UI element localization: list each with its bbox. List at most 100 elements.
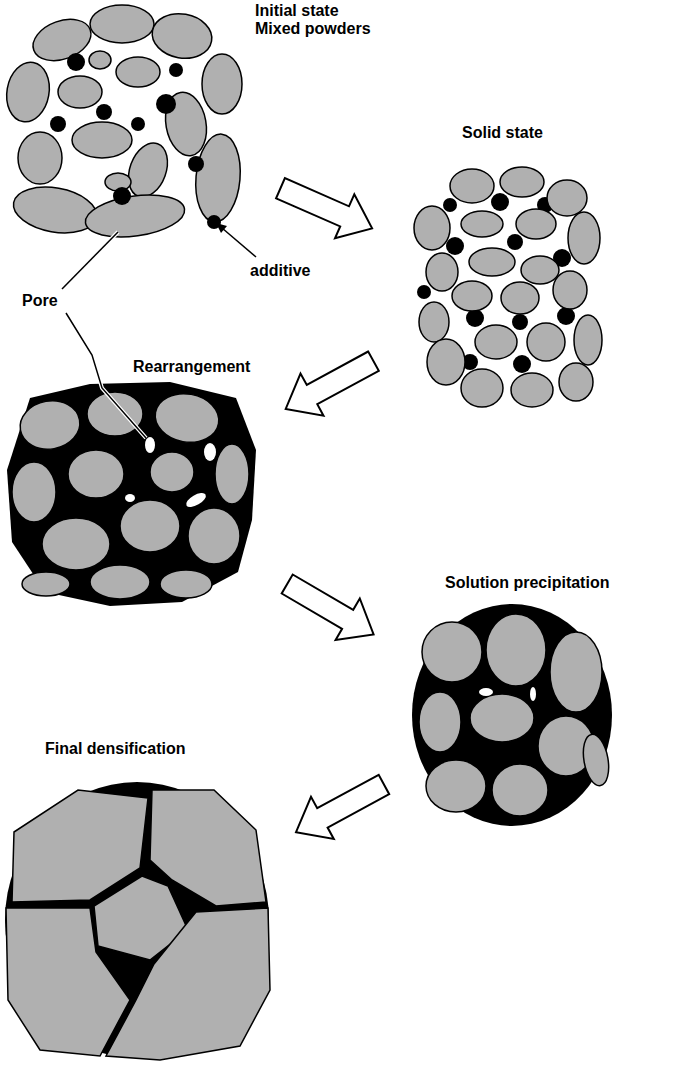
dense-grains — [6, 790, 270, 1060]
solid-state-particles — [574, 315, 602, 365]
process-arrow — [296, 775, 389, 839]
solid-state-particles — [419, 302, 449, 342]
solid-state-particles — [427, 339, 465, 385]
solid-state-particles — [521, 256, 559, 284]
solid-state-additive — [443, 198, 457, 212]
powder-particles — [83, 189, 188, 243]
solid-state-additive — [446, 237, 464, 255]
powder-particles — [116, 57, 160, 87]
solid-state-additive — [507, 234, 523, 250]
powder-particles — [27, 12, 96, 68]
solid-state-particles — [426, 253, 458, 291]
grown-particles — [426, 760, 486, 812]
leader-line — [66, 313, 146, 438]
additive-particles — [50, 53, 221, 229]
grown-particles — [492, 764, 548, 816]
additive-particles — [156, 94, 176, 114]
grown-particles — [419, 614, 612, 816]
rearranged-particles — [68, 450, 124, 498]
callout-label: additive — [250, 262, 310, 280]
solid-state-particles — [516, 209, 556, 239]
solid-state-particles — [469, 248, 515, 276]
solid-state-additive — [417, 285, 431, 299]
powder-particles — [89, 51, 111, 69]
grown-particles — [419, 692, 461, 752]
solid-state-particles — [461, 211, 503, 237]
solid-state-particles — [450, 169, 494, 203]
rearranged-particles — [188, 508, 240, 564]
grown-particles — [486, 614, 546, 686]
powder-particles — [18, 132, 62, 184]
solid-state-particles — [511, 373, 553, 407]
dense-grains — [6, 908, 130, 1056]
leader-line — [216, 223, 227, 233]
process-arrow — [286, 352, 379, 416]
grown-particles — [550, 632, 602, 712]
solid-state-particles — [501, 282, 539, 314]
grown-particles — [580, 732, 613, 787]
leader-line — [62, 232, 118, 289]
solid-state-additive — [491, 193, 509, 211]
solid-state-particles — [527, 323, 565, 361]
liquid-phase — [412, 604, 612, 826]
solid-state-particles — [559, 363, 593, 401]
pores — [479, 688, 493, 696]
additive-particles — [188, 156, 204, 172]
solid-state-particles — [414, 206, 450, 250]
additive-particles — [131, 117, 145, 131]
sintering-stage: Rearrangement — [5, 380, 257, 606]
pores — [125, 437, 216, 510]
powder-particles — [58, 76, 102, 108]
additive-particles — [67, 53, 85, 71]
powder-particles — [202, 54, 242, 114]
sintering-stage: Initial state Mixed powders — [5, 2, 245, 238]
solid-state-particles — [547, 180, 587, 216]
solid-state-particles — [568, 212, 600, 264]
liquid-phase — [7, 382, 256, 606]
leader-line — [222, 228, 256, 257]
powder-particles — [2, 59, 54, 125]
leader-line — [216, 223, 256, 257]
dense-grains — [106, 908, 270, 1060]
additive-particles — [96, 104, 112, 120]
rearranged-particles — [120, 500, 180, 552]
grown-particles — [470, 694, 534, 742]
liquid-phase — [412, 604, 612, 826]
additive-particles — [169, 63, 183, 77]
solid-state-particles — [414, 167, 602, 407]
powder-particles — [2, 5, 244, 243]
stage-heading: Rearrangement — [133, 358, 250, 376]
pores — [125, 494, 135, 502]
rearranged-particles — [16, 396, 83, 454]
rearranged-particles — [151, 389, 222, 447]
powder-particles — [192, 132, 244, 224]
stage-heading: Final densification — [45, 740, 185, 758]
process-arrow — [276, 178, 372, 238]
leader-line — [62, 232, 146, 438]
powder-particles — [72, 122, 132, 158]
solid-state-additive — [512, 314, 528, 330]
leader-line — [62, 232, 118, 289]
pores — [530, 687, 536, 701]
pores — [204, 443, 216, 461]
rearranged-particles — [150, 452, 194, 492]
rearranged-particles — [12, 462, 56, 522]
rearranged-particles — [87, 392, 143, 436]
grown-particles — [422, 622, 482, 682]
rearranged-particles — [22, 572, 70, 596]
process-arrow — [282, 575, 374, 641]
solid-state-particles — [461, 369, 503, 407]
powder-particles — [90, 5, 154, 43]
callout-label: Pore — [22, 292, 58, 310]
pores — [184, 490, 208, 510]
additive-particles — [50, 116, 66, 132]
rearranged-particles — [215, 444, 249, 504]
liquid-phase — [7, 382, 256, 606]
stage-heading: Initial state Mixed powders — [255, 2, 385, 38]
powder-particles — [10, 181, 100, 239]
solid-state-particles — [500, 167, 544, 197]
stage-heading: Solution precipitation — [445, 574, 609, 592]
sintering-stage: Solid state — [413, 165, 603, 411]
solid-state-particles — [553, 271, 587, 309]
